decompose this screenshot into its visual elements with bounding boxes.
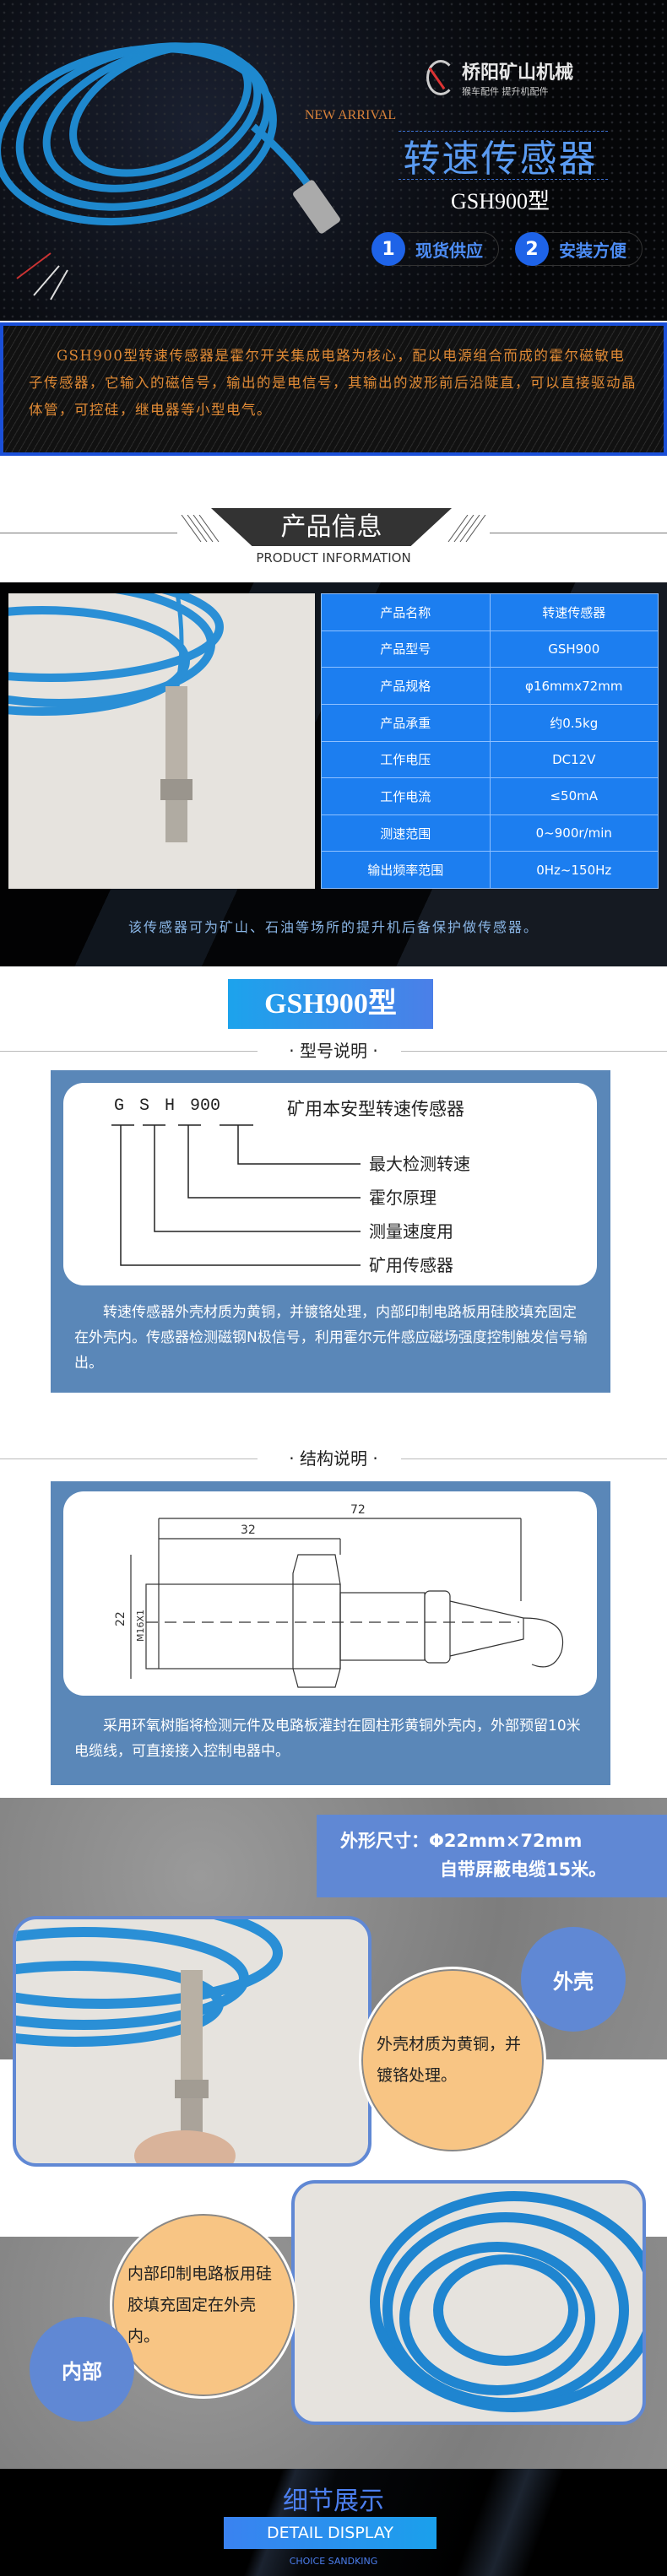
dim-length: 72: [350, 1503, 366, 1517]
model-code: G S H 900: [114, 1096, 220, 1116]
spec-label: 输出频率范围: [321, 851, 491, 889]
section-subtitle: PRODUCT INFORMATION: [256, 550, 411, 566]
model-heading: · 型号说明 ·: [0, 1038, 667, 1063]
model-code-lines: [111, 1124, 361, 1266]
intro-text: GSH900型转速传感器是霍尔开关集成电路为核心，配以电源组合而成的霍尔磁敏电子…: [29, 348, 637, 418]
new-arrival-label: NEW ARRIVAL: [304, 108, 397, 122]
code-meaning: 最大检测转速: [369, 1154, 470, 1174]
dim-thread: M16X1: [135, 1610, 146, 1642]
feature-label: 安装方便: [559, 240, 626, 261]
divider: [399, 131, 608, 132]
spec-label: 测速范围: [321, 814, 491, 852]
model-panel: G S H 900 矿用本安型转速传感器 最大检测转速 霍尔原理 测量速度用 矿…: [51, 1070, 610, 1393]
detail-display-header: 细节展示 DETAIL DISPLAY CHOICE SANDKING: [0, 2469, 667, 2576]
spec-value: 0Hz~150Hz: [489, 851, 659, 889]
inner-info-circle: 内部印制电路板用硅胶填充固定在外壳内。: [110, 2211, 297, 2399]
feature-number: 1: [371, 232, 405, 266]
spec-row: 产品名称转速传感器: [321, 593, 659, 631]
brand-name: 桥阳矿山机械: [462, 62, 574, 84]
model-description: 转速传感器外壳材质为黄铜，并镀铬处理，内部印制电路板用硅胶填充固定在外壳内。传感…: [74, 1304, 588, 1372]
code-letter: H: [165, 1096, 176, 1116]
product-caption: 该传感器可为矿山、石油等场所的提升机后备保护做传感器。: [127, 919, 539, 935]
feature-number: 2: [515, 232, 549, 266]
spec-label: 产品承重: [321, 703, 491, 742]
dim-diameter: 22: [114, 1611, 127, 1626]
product-info-header: 产品信息 PRODUCT INFORMATION: [0, 481, 667, 574]
spec-row: 产品承重约0.5kg: [321, 703, 659, 742]
code-meaning: 矿用传感器: [369, 1255, 453, 1275]
structure-description: 采用环氧树脂将检测元件及电路板灌封在圆柱形黄铜外壳内，外部预留10米电缆线，可直…: [74, 1718, 581, 1760]
spec-value: ≤50mA: [489, 777, 659, 815]
subsection-title: 结构说明: [300, 1448, 367, 1469]
sensor-dimension-drawing: 72 32 22 M16X1: [114, 1503, 563, 1688]
spec-label: 产品名称: [321, 593, 491, 631]
logo-mark-icon: [426, 60, 455, 95]
cable-line: 自带屏蔽电缆15米。: [440, 1859, 607, 1880]
brand-tagline: 猴车配件 提升机配件: [462, 86, 549, 97]
spec-value: GSH900: [489, 630, 659, 668]
spec-value: 0~900r/min: [489, 814, 659, 852]
spec-value: φ16mmx72mm: [489, 667, 659, 705]
subsection-title: 型号说明: [300, 1041, 367, 1061]
divider: [399, 179, 608, 180]
dim-thread-length: 32: [241, 1523, 256, 1537]
spec-value: DC12V: [489, 740, 659, 779]
code-meaning: 测量速度用: [369, 1221, 453, 1242]
structure-panel: 72 32 22 M16X1 采用环氧树脂将检测元件及电路板灌封在圆柱形黄铜外壳…: [51, 1481, 610, 1785]
inner-text: 内部印制电路板用硅胶填充固定在外壳内。: [127, 2264, 273, 2346]
code-letter: 900: [190, 1096, 221, 1116]
feature-pill: 2 安装方便: [515, 232, 643, 266]
code-letter: G: [114, 1096, 125, 1116]
brand-logo: 桥阳矿山机械 猴车配件 提升机配件: [426, 57, 573, 98]
structure-drawing: 72 32 22 M16X1: [63, 1491, 597, 1696]
footer-subtitle: CHOICE SANDKING: [289, 2556, 378, 2567]
shell-photo: [13, 1916, 371, 2167]
intro-panel: GSH900型转速传感器是霍尔开关集成电路为核心，配以电源组合而成的霍尔磁敏电子…: [0, 322, 667, 456]
model-badge: GSH900型: [228, 979, 433, 1029]
shell-label: 外壳: [553, 1969, 594, 1994]
detail-display-button: DETAIL DISPLAY: [224, 2517, 437, 2549]
product-photo: [8, 593, 315, 889]
spec-label: 工作电流: [321, 777, 491, 815]
structure-heading: · 结构说明 ·: [0, 1446, 667, 1471]
model-full-name: 矿用本安型转速传感器: [287, 1099, 464, 1119]
model-diagram: G S H 900 矿用本安型转速传感器 最大检测转速 霍尔原理 测量速度用 矿…: [63, 1083, 597, 1285]
shell-label-circle: 外壳: [521, 1927, 626, 2032]
footer-title: 细节展示: [283, 2487, 384, 2516]
spec-label: 工作电压: [321, 740, 491, 779]
inner-label-circle: 内部: [30, 2317, 134, 2422]
cable-coil-photo: [291, 2180, 646, 2425]
section-title: 产品信息: [211, 508, 452, 546]
code-letter: S: [139, 1096, 150, 1116]
feature-label: 现货供应: [415, 240, 483, 261]
size-line: 外形尺寸：Φ22mm×72mm: [340, 1831, 583, 1851]
spec-row: 工作电流≤50mA: [321, 777, 659, 815]
code-meaning: 霍尔原理: [369, 1188, 437, 1208]
spec-value: 约0.5kg: [489, 703, 659, 742]
shell-text: 外壳材质为黄铜，并镀铬处理。: [377, 2035, 522, 2085]
shell-info-circle: 外壳材质为黄铜，并镀铬处理。: [359, 1967, 546, 2154]
dimension-tag: 外形尺寸：Φ22mm×72mm 自带屏蔽电缆15米。: [317, 1815, 667, 1897]
stripe-ornament: [181, 515, 486, 543]
inner-label: 内部: [62, 2359, 102, 2384]
spec-value: 转速传感器: [489, 593, 659, 631]
hero-banner: 桥阳矿山机械 猴车配件 提升机配件 NEW ARRIVAL 转速传感器 GSH9…: [0, 0, 667, 321]
spec-label: 产品规格: [321, 667, 491, 705]
cable-photo: [0, 42, 340, 300]
spec-label: 产品型号: [321, 630, 491, 668]
hero-model: GSH900型: [450, 189, 550, 214]
feature-pill: 1 现货供应: [371, 232, 499, 266]
hero-title: 转速传感器: [403, 138, 598, 181]
